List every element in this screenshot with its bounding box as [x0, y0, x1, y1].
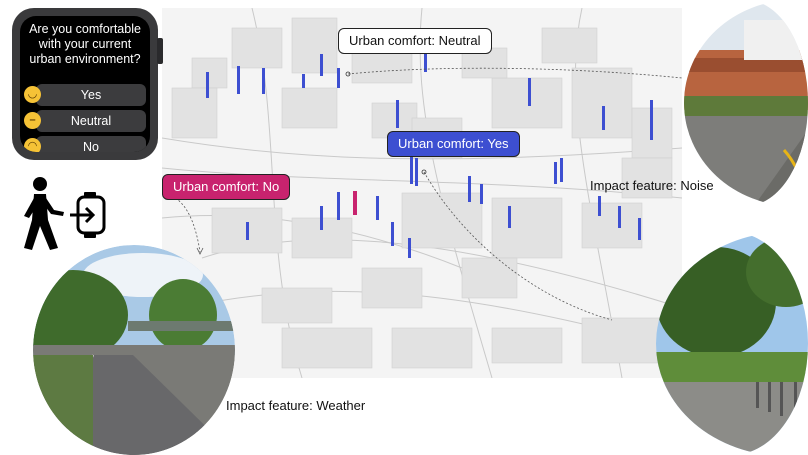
- street-photo-trees: [656, 232, 808, 455]
- walking-person-icon: [24, 177, 64, 250]
- option-yes-button[interactable]: ◡ Yes: [24, 84, 146, 106]
- street-photo-weather: [33, 245, 235, 455]
- option-no-button[interactable]: ◠ No: [24, 136, 146, 152]
- street-photo-noise: [684, 0, 808, 206]
- city-map: [162, 8, 682, 378]
- smartwatch: Are you comfortable with your current ur…: [12, 8, 163, 160]
- watch-screen: Are you comfortable with your current ur…: [20, 16, 150, 152]
- no-connector-arrow: [171, 195, 204, 255]
- sad-face-icon: ◠: [24, 138, 41, 152]
- neutral-face-icon: –: [24, 112, 41, 129]
- option-neutral-button[interactable]: – Neutral: [24, 110, 146, 132]
- label-neutral: Urban comfort: Neutral: [338, 28, 492, 54]
- arrow-into-watch-icon: [70, 192, 106, 238]
- option-no-label: No: [83, 140, 99, 152]
- label-no: Urban comfort: No: [162, 174, 291, 200]
- option-neutral-label: Neutral: [70, 114, 112, 128]
- watch-question: Are you comfortable with your current ur…: [29, 22, 141, 66]
- caption-noise: Impact feature: Noise: [590, 178, 714, 193]
- caption-weather: Impact feature: Weather: [226, 398, 366, 413]
- smile-face-icon: ◡: [24, 86, 41, 103]
- option-yes-label: Yes: [80, 88, 102, 102]
- watch-crown: [157, 38, 163, 64]
- label-yes: Urban comfort: Yes: [387, 131, 520, 157]
